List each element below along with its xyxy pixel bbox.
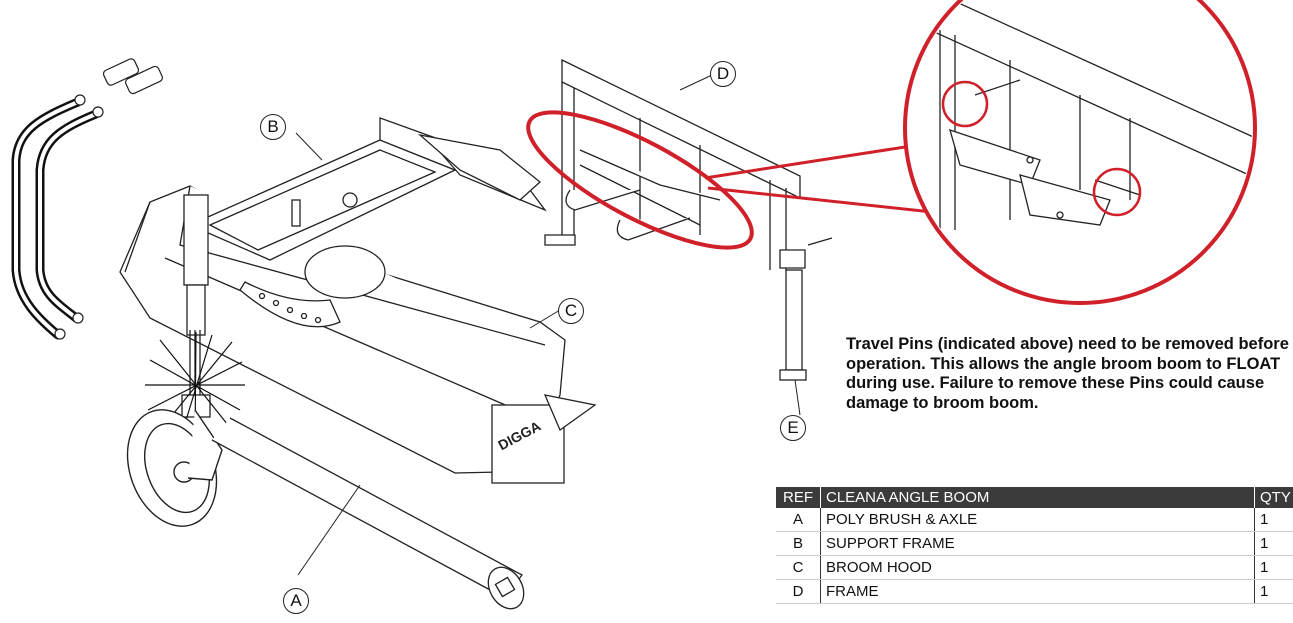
row-qty: 1	[1254, 555, 1293, 580]
callout-e: E	[780, 415, 806, 441]
zoom-detail	[903, 0, 1257, 305]
table-row: C BROOM HOOD 1	[776, 555, 1293, 580]
header-ref: REF	[776, 487, 821, 508]
row-qty: 1	[1254, 531, 1293, 556]
row-description: FRAME	[820, 579, 1255, 604]
travel-pin-highlight	[526, 110, 961, 250]
brush-bristles	[145, 331, 245, 443]
table-row: D FRAME 1	[776, 579, 1293, 604]
row-description: SUPPORT FRAME	[820, 531, 1255, 556]
caster-leg	[181, 194, 211, 418]
row-description: BROOM HOOD	[820, 555, 1255, 580]
quick-couplers	[54, 58, 163, 340]
header-qty: QTY	[1254, 487, 1293, 508]
callout-b: B	[260, 114, 286, 140]
row-qty: 1	[1254, 579, 1293, 604]
row-ref: D	[776, 579, 821, 604]
table-row: A POLY BRUSH & AXLE 1	[776, 508, 1293, 532]
row-ref: B	[776, 531, 821, 556]
parts-table-header: REF CLEANA ANGLE BOOM QTY	[776, 487, 1293, 508]
parts-table: REF CLEANA ANGLE BOOM QTY A POLY BRUSH &…	[776, 487, 1293, 604]
row-ref: C	[776, 555, 821, 580]
main-frame	[544, 58, 833, 381]
callout-c: C	[558, 298, 584, 324]
callout-d: D	[710, 61, 736, 87]
travel-pins-note: Travel Pins (indicated above) need to be…	[846, 335, 1289, 412]
brush-axle	[211, 417, 525, 610]
caster-wheel	[126, 409, 223, 527]
row-ref: A	[776, 508, 821, 532]
row-qty: 1	[1254, 508, 1293, 532]
row-description: POLY BRUSH & AXLE	[820, 508, 1255, 532]
callout-a: A	[283, 588, 309, 614]
leader-lines	[295, 74, 801, 576]
table-row: B SUPPORT FRAME 1	[776, 531, 1293, 556]
header-description: CLEANA ANGLE BOOM	[820, 487, 1255, 508]
support-frame	[188, 117, 547, 271]
hydraulic-hoses	[11, 97, 101, 340]
